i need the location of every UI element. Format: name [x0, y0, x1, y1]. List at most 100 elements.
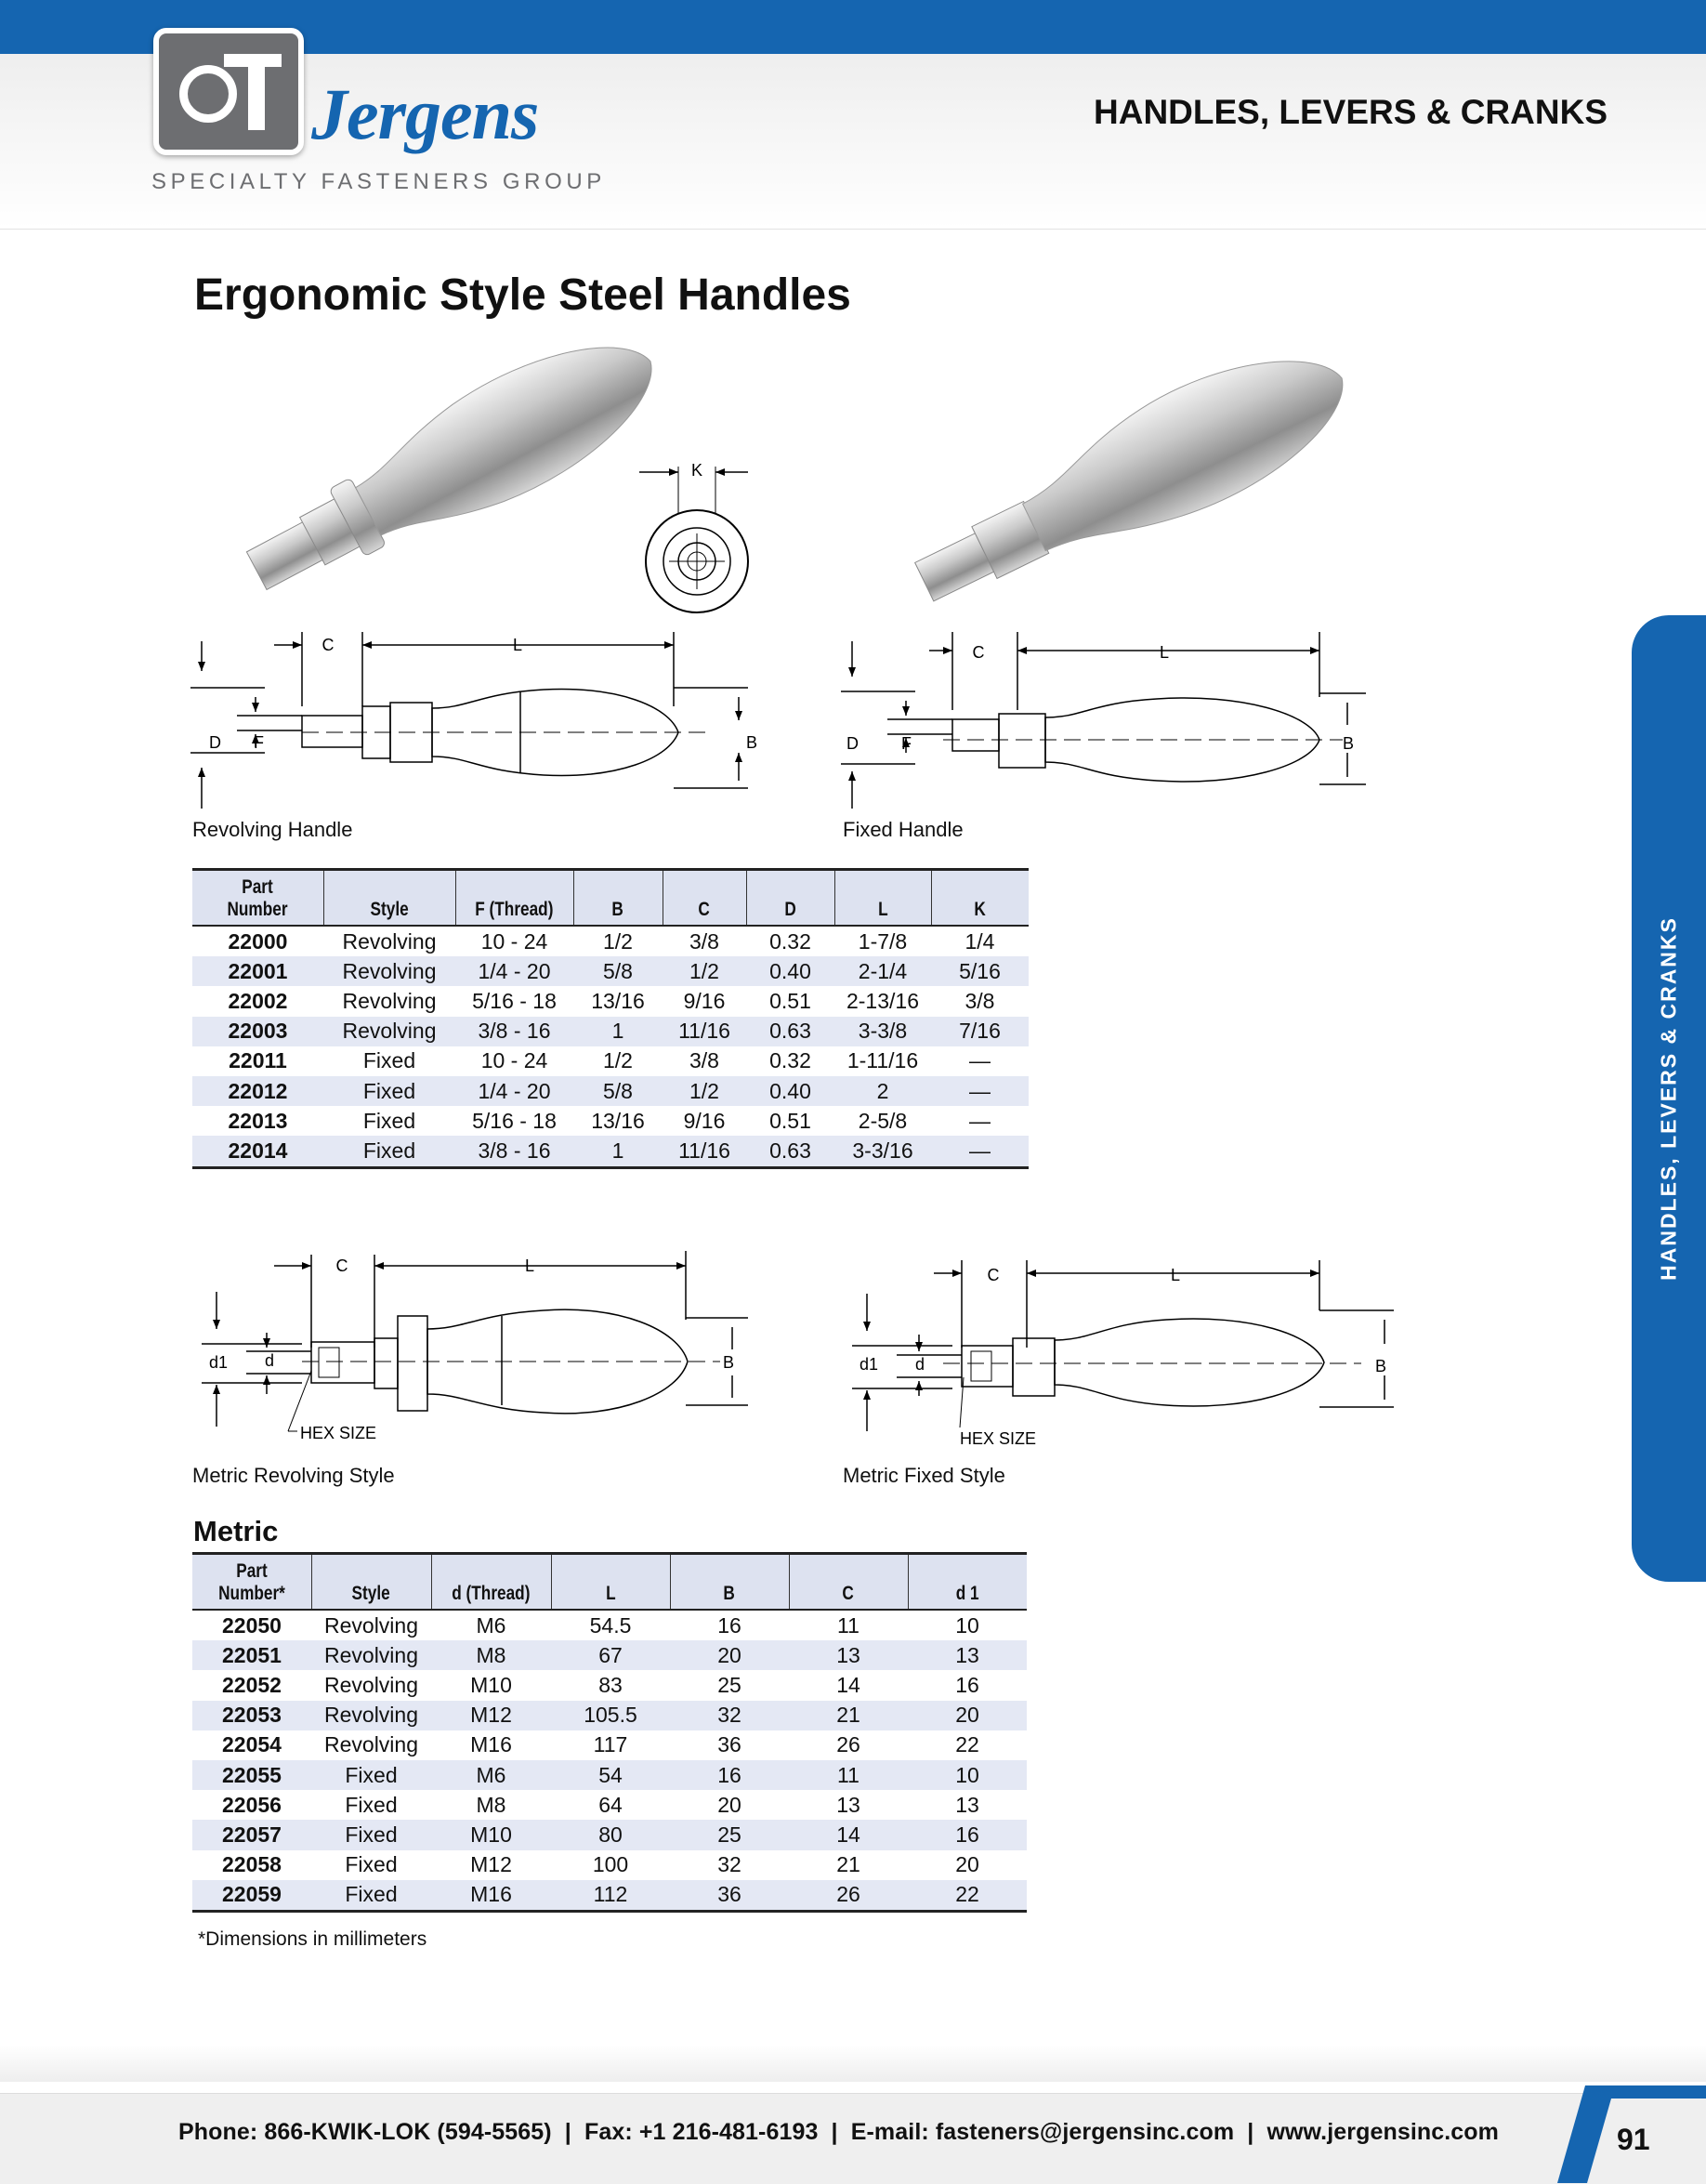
metric-fixed-dim-label-b: B: [1375, 1357, 1386, 1375]
col-header-style: Style: [322, 869, 455, 926]
metric-table-cell: 13: [908, 1640, 1027, 1671]
inch-table-cell: 0.40: [746, 956, 834, 987]
inch-table-cell: 3/8: [689, 1048, 719, 1073]
inch-table-cell: 2-13/16: [846, 988, 919, 1013]
metric-table-cell: 22050: [222, 1612, 282, 1638]
metric-table-cell: M8: [476, 1792, 506, 1817]
brand-subtitle: SPECIALTY FASTENERS GROUP: [151, 169, 606, 194]
inch-table-cell: —: [969, 1108, 991, 1133]
metric-table-cell: 22052: [222, 1672, 282, 1697]
metric-table-cell: 16: [908, 1820, 1027, 1850]
inch-table-cell: Fixed: [323, 1136, 455, 1167]
metric-table-cell: 22059: [192, 1879, 311, 1912]
metric-table-cell: Revolving: [324, 1732, 418, 1757]
metric-table-cell: 14: [789, 1820, 908, 1850]
inch-table-cell: 22011: [229, 1048, 287, 1073]
metric-table-cell: 32: [717, 1852, 741, 1877]
inch-table-cell: 22003: [192, 1016, 323, 1046]
inch-table-cell: 1/2: [663, 956, 746, 987]
top-view-diagram: K: [639, 461, 749, 613]
col-header-f-thread: F (Thread): [454, 869, 573, 926]
inch-table-cell: 5/16: [931, 956, 1029, 987]
metric-fixed-dim-label-c: C: [988, 1266, 1000, 1284]
inch-table-cell: Fixed: [362, 1048, 416, 1073]
fixed-handle-photo: [913, 361, 1344, 602]
side-section-tab: HANDLES, LEVERS & CRANKS: [1632, 615, 1706, 1582]
inch-table-cell: Fixed: [362, 1108, 416, 1133]
metric-table-cell: Fixed: [311, 1879, 431, 1912]
inch-table-cell: 22012: [192, 1075, 323, 1107]
metric-table-cell: 105.5: [551, 1700, 670, 1730]
inch-table-cell: Revolving: [323, 1016, 455, 1046]
dim-label-k: K: [691, 461, 702, 480]
metric-table-cell: 25: [717, 1672, 741, 1697]
metric-table-cell: 22057: [192, 1820, 311, 1850]
inch-table-cell: 2: [834, 1075, 931, 1107]
inch-table-cell: 7/16: [931, 1016, 1029, 1046]
metric-table-cell: 22: [955, 1732, 979, 1757]
metric-table-cell: 11: [789, 1759, 908, 1791]
inch-table-cell: Fixed: [323, 1075, 455, 1107]
dim-label-d-fixed: D: [846, 734, 859, 753]
inch-table-cell: 11/16: [663, 1016, 746, 1046]
metric-fixed-dim-label-d: d: [915, 1355, 925, 1374]
inch-table-cell: 5/8: [573, 1075, 663, 1107]
inch-table-cell: —: [931, 1136, 1029, 1167]
inch-table-cell: 1/4: [965, 928, 995, 954]
caption-metric-fixed: Metric Fixed Style: [843, 1464, 1005, 1487]
inch-table-cell: 0.40: [746, 1075, 834, 1107]
inch-table-cell: Revolving: [342, 988, 437, 1013]
footer-contact: Phone: 866-KWIK-LOK (594-5565) | Fax: +1…: [178, 2119, 1500, 2145]
inch-table-header-row: Part Number Style F (Thread) B C D L K: [192, 869, 1029, 926]
metric-spec-table: Part Number* Style d (Thread) L B C d 1 …: [192, 1552, 1027, 1913]
side-tab-label: HANDLES, LEVERS & CRANKS: [1656, 916, 1681, 1281]
inch-table-cell: 3/8: [965, 988, 995, 1013]
metric-table-cell: 117: [593, 1732, 628, 1757]
inch-table-cell: 1/4 - 20: [455, 1075, 573, 1107]
metric-table-cell: 64: [598, 1792, 623, 1817]
metric-dim-label-b: B: [723, 1353, 734, 1372]
inch-table-cell: 1: [573, 1016, 663, 1046]
metric-table-cell: 10: [908, 1759, 1027, 1791]
metric-table-cell: Revolving: [324, 1672, 418, 1697]
metric-table-cell: 20: [908, 1700, 1027, 1730]
metric-table-cell: 26: [836, 1732, 860, 1757]
inch-table-cell: 3/8 - 16: [455, 1136, 573, 1167]
metric-table-cell: Fixed: [345, 1792, 398, 1817]
col-header-part-number-metric: Part Number*: [192, 1553, 311, 1610]
inch-table-cell: —: [931, 1075, 1029, 1107]
section-title: HANDLES, LEVERS & CRANKS: [1094, 93, 1608, 131]
col-header-k: K: [930, 869, 1029, 926]
metric-table-cell: Revolving: [324, 1612, 418, 1638]
metric-table-cell: 36: [670, 1879, 789, 1912]
metric-fixed-hex-size-label: HEX SIZE: [960, 1429, 1036, 1448]
dim-label-c: C: [322, 636, 335, 654]
dim-label-b: B: [746, 733, 757, 752]
metric-table-cell: 14: [836, 1672, 860, 1697]
metric-table-cell: 25: [670, 1820, 789, 1850]
col-header-style-metric: Style: [310, 1553, 431, 1610]
inch-table-cell: 10 - 24: [480, 928, 548, 954]
metric-table-cell: 13: [955, 1792, 979, 1817]
metric-table-cell: 16: [670, 1759, 789, 1791]
page-number: 91: [1617, 2123, 1650, 2156]
inch-table-cell: 0.32: [769, 928, 811, 954]
caption-metric-revolving: Metric Revolving Style: [192, 1464, 395, 1487]
metric-table-cell: 20: [717, 1792, 741, 1817]
metric-table-cell: 11: [837, 1612, 860, 1638]
footer-bar: [0, 2093, 1706, 2184]
col-header-d-thread: d (Thread): [430, 1553, 551, 1610]
caption-revolving-handle: Revolving Handle: [192, 818, 353, 841]
caption-fixed-handle: Fixed Handle: [843, 818, 964, 841]
metric-table-cell: 13: [789, 1640, 908, 1671]
inch-table-cell: 2-5/8: [858, 1108, 908, 1133]
inch-table-cell: 0.51: [769, 1108, 811, 1133]
inch-table-cell: 13/16: [591, 1108, 645, 1133]
metric-table-cell: M16: [431, 1879, 551, 1912]
